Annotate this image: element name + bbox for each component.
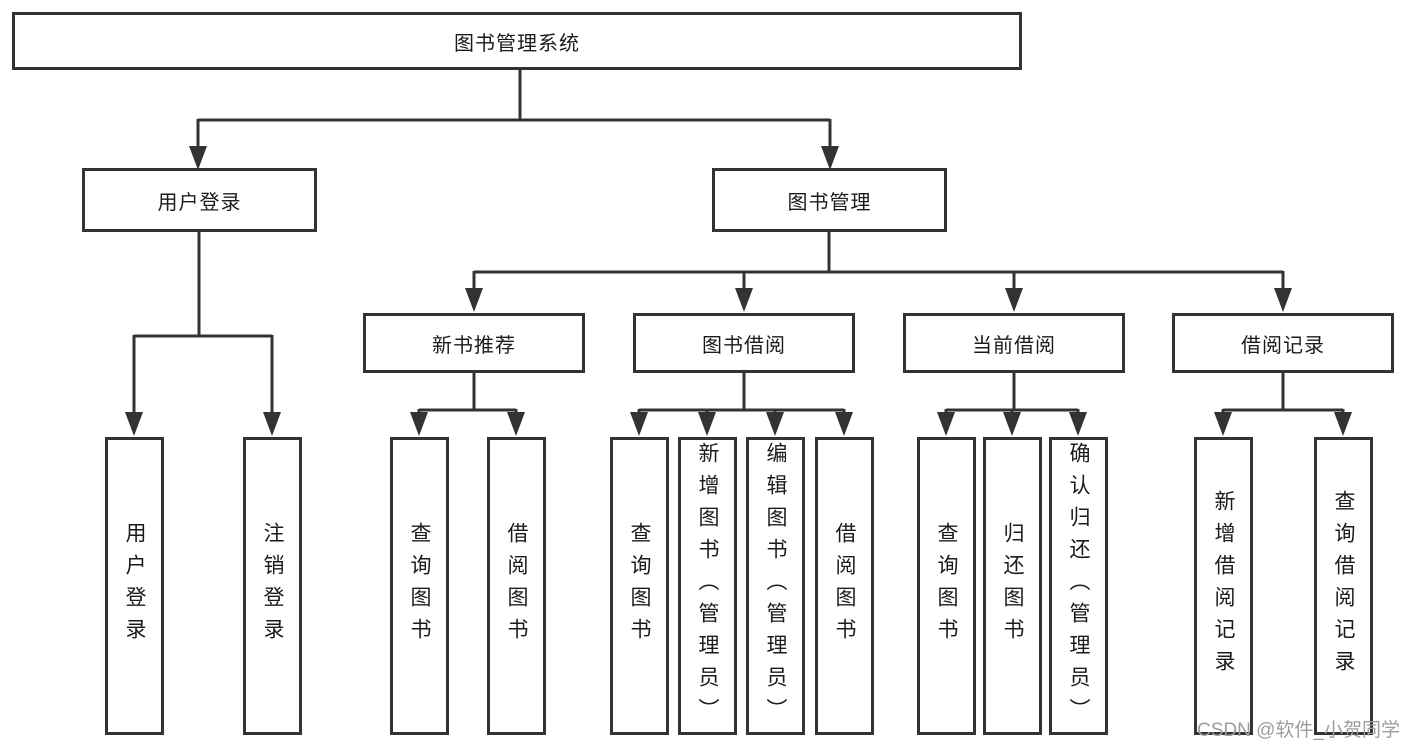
node-label: 新书推荐	[432, 334, 516, 357]
leaf-label: 注销登录	[261, 522, 284, 650]
leaf-label: 查询借阅记录	[1332, 490, 1355, 682]
leaf-logout: 注销登录	[243, 437, 302, 735]
node-library-management-system: 图书管理系统	[12, 12, 1022, 70]
leaf-label: 借阅图书	[833, 522, 856, 650]
leaf-label: 确认归还（管理员）	[1067, 442, 1090, 730]
leaf-query-book-recommend: 查询图书	[390, 437, 449, 735]
csdn-watermark: CSDN @软件_小贺同学	[1197, 720, 1400, 741]
leaf-label: 用户登录	[123, 522, 146, 650]
node-new-book-recommend: 新书推荐	[363, 313, 585, 373]
node-book-borrowing: 图书借阅	[633, 313, 855, 373]
node-label: 图书借阅	[702, 334, 786, 357]
node-label: 图书管理	[787, 191, 872, 214]
leaf-query-book-borrow: 查询图书	[610, 437, 669, 735]
leaf-label: 新增借阅记录	[1212, 490, 1235, 682]
leaf-label: 编辑图书（管理员）	[764, 442, 787, 730]
leaf-borrow-book-borrow: 借阅图书	[815, 437, 874, 735]
arrowheads	[125, 146, 1352, 436]
leaf-label: 查询图书	[935, 522, 958, 650]
node-borrowing-records: 借阅记录	[1172, 313, 1394, 373]
node-label: 当前借阅	[972, 334, 1056, 357]
node-label: 借阅记录	[1241, 334, 1325, 357]
leaf-label: 借阅图书	[505, 522, 528, 650]
leaf-borrow-book-recommend: 借阅图书	[487, 437, 546, 735]
leaf-label: 归还图书	[1001, 522, 1024, 650]
leaf-query-book-current: 查询图书	[917, 437, 976, 735]
leaf-edit-book-admin: 编辑图书（管理员）	[746, 437, 805, 735]
leaf-add-borrow-record: 新增借阅记录	[1194, 437, 1253, 735]
node-book-management: 图书管理	[712, 168, 947, 232]
leaf-label: 新增图书（管理员）	[696, 442, 719, 730]
node-label: 图书管理系统	[454, 32, 580, 55]
leaf-user-login: 用户登录	[105, 437, 164, 735]
leaf-return-book: 归还图书	[983, 437, 1042, 735]
leaf-add-book-admin: 新增图书（管理员）	[678, 437, 737, 735]
leaf-confirm-return-admin: 确认归还（管理员）	[1049, 437, 1108, 735]
leaf-label: 查询图书	[628, 522, 651, 650]
leaf-query-borrow-record: 查询借阅记录	[1314, 437, 1373, 735]
node-user-login: 用户登录	[82, 168, 317, 232]
node-current-borrowing: 当前借阅	[903, 313, 1125, 373]
node-label: 用户登录	[157, 191, 242, 214]
connector-lines	[132, 70, 1345, 414]
leaf-label: 查询图书	[408, 522, 431, 650]
